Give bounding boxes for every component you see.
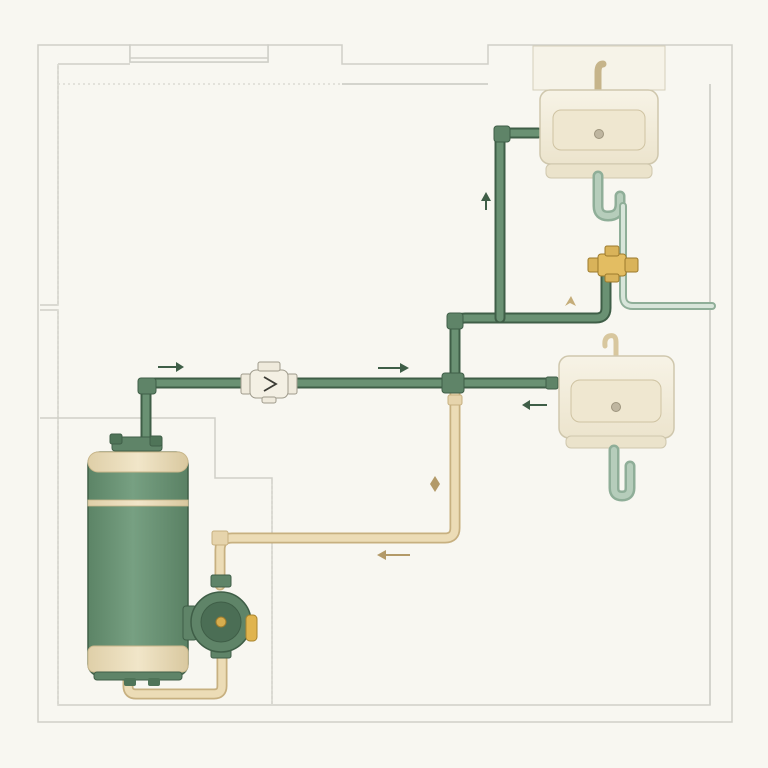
valve-bonnet — [257, 361, 281, 372]
supply-pipe-main — [142, 379, 559, 444]
brass-mixing-valve-icon — [587, 245, 639, 283]
supply-pipe-main-outline — [140, 377, 561, 446]
elbow-fitting-tank — [137, 377, 157, 395]
upper-sink-drain-pipe-inner — [621, 204, 714, 308]
return-arrow-1 — [565, 296, 576, 306]
supply-arrow-3 — [481, 192, 491, 210]
wall-block-top — [129, 44, 269, 63]
check-valve — [240, 361, 298, 404]
valve-body — [249, 369, 289, 399]
pump-brass-cap — [245, 614, 258, 642]
return-pipe — [216, 381, 459, 589]
tank-stripe — [87, 499, 189, 507]
return-arrow-3 — [377, 550, 410, 560]
lower-sink-drain-icon — [611, 402, 621, 412]
inner-wall-dashed — [57, 64, 342, 705]
return-pipe-outline — [214, 379, 461, 591]
mixing-valve-bottom-stem — [604, 273, 620, 283]
upper-sink — [532, 45, 716, 310]
mixing-valve-top-stem — [604, 245, 620, 257]
branch-fitting-lower-sink — [545, 376, 559, 390]
return-arrow-2 — [430, 476, 440, 492]
tank-top-valve-2 — [149, 435, 163, 447]
supply-arrow-1 — [158, 362, 184, 372]
tank-body — [87, 451, 189, 677]
tee-fitting-main — [441, 372, 465, 394]
lower-sink-bowl — [570, 379, 662, 423]
return-fitting-1 — [211, 530, 229, 546]
tank-band-bottom — [87, 645, 189, 673]
pump-center-brass — [215, 616, 227, 628]
supply-arrow-2 — [378, 363, 409, 373]
tee-fitting-riser — [446, 312, 464, 330]
supply-pipe-upper-outline — [494, 127, 544, 324]
tank-foot-right — [148, 678, 160, 686]
lower-sink — [558, 333, 675, 502]
return-line — [122, 379, 463, 700]
lower-sink-ptrap-inner — [611, 447, 633, 500]
mixing-valve-body — [597, 253, 627, 277]
supply-pipe-upper — [496, 129, 542, 322]
valve-bottom-cap — [261, 396, 277, 404]
return-pipe-bottom — [124, 648, 226, 698]
supply-arrow-4 — [522, 400, 547, 410]
water-heater-tank-icon — [87, 433, 189, 686]
tank-top-valve — [109, 433, 123, 445]
flow-arrows — [158, 192, 576, 560]
floor-plan-walls — [37, 44, 733, 723]
pump-top-flange — [210, 574, 232, 588]
upper-sink-faucet-icon — [594, 60, 607, 108]
tank-base — [93, 671, 183, 681]
tank-band-top — [87, 451, 189, 473]
tank-foot-left — [124, 678, 136, 686]
upper-sink-drain-icon — [594, 129, 604, 139]
elbow-fitting-upper — [493, 125, 511, 143]
supply-line — [137, 125, 612, 446]
return-fitting-2 — [447, 394, 463, 406]
mixing-valve-right-port — [624, 257, 639, 273]
circulator-pump-icon — [182, 574, 258, 659]
valve-arrow-icon — [263, 376, 278, 392]
upper-sink-drain-pipe — [619, 202, 716, 310]
lower-sink-faucet-icon — [602, 333, 619, 375]
